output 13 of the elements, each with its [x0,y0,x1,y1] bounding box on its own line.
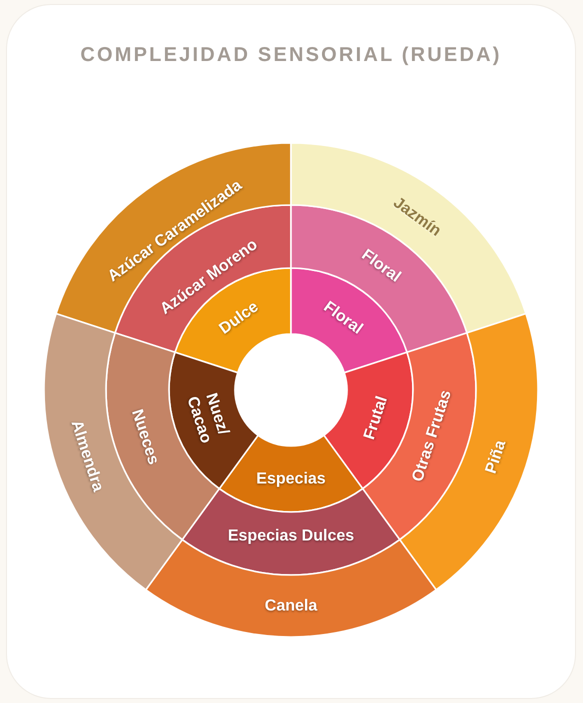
ring-segment [44,313,183,590]
segment-label: Especias [256,470,326,488]
segment-label: Otras Frutas [408,388,455,484]
segment-label: Nueces [128,408,162,467]
segment-label: Piña [483,438,510,476]
ring-segment [56,143,291,333]
ring-segment [399,313,538,590]
segment-label: Canela [264,598,318,614]
segment-label: Especias Dulces [228,528,354,544]
segment-label: Nuez/ Cacao [182,390,233,448]
ring-segment [290,143,526,333]
chart-title: COMPLEJIDAD SENSORIAL (RUEDA) [80,43,502,67]
segment-label: Frutal [360,394,391,442]
